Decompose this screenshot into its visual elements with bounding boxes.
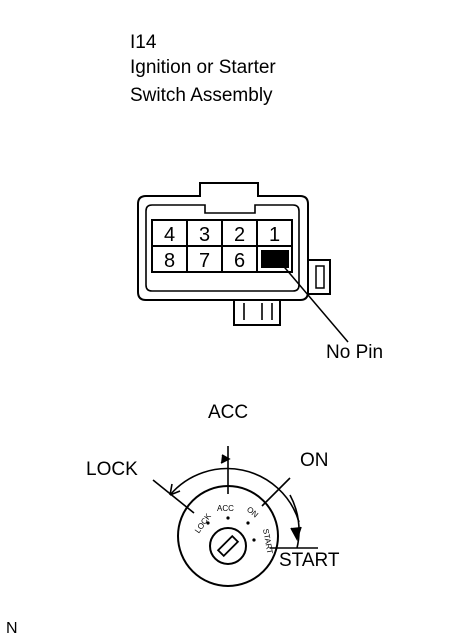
- position-acc-label: ACC: [208, 402, 248, 423]
- start-arrow-head: [290, 526, 302, 541]
- key-cylinder: [209, 527, 247, 565]
- start-arc: [289, 494, 300, 549]
- switch-body: [177, 485, 279, 587]
- pin-6: 6: [234, 250, 245, 272]
- pin-1: 1: [269, 224, 280, 246]
- pin-7: 7: [199, 250, 210, 272]
- no-pin-label: No Pin: [326, 342, 383, 363]
- face-acc-label: ACC: [217, 504, 234, 513]
- connector-name-line2: Switch Assembly: [130, 85, 273, 106]
- on-marker-line: [261, 477, 291, 507]
- connector-side-latch: [308, 259, 331, 295]
- connector-latch-slot: [315, 265, 325, 289]
- key-slot-icon: [216, 534, 240, 558]
- face-lock-label: LOCK: [193, 511, 213, 535]
- pin-3: 3: [199, 224, 210, 246]
- ignition-switch: [152, 446, 318, 587]
- connector-bottom-tab: [233, 300, 281, 326]
- pin-8: 8: [164, 250, 175, 272]
- connector-outer-shell: [137, 182, 309, 301]
- lock-arrow-head: [169, 483, 181, 496]
- no-pin-leader-line: [279, 261, 349, 343]
- pin-2: 2: [234, 224, 245, 246]
- connector: [137, 182, 349, 343]
- position-start-label: START: [279, 550, 340, 571]
- position-lock-label: LOCK: [86, 459, 138, 480]
- rotation-arc: [169, 467, 300, 523]
- corner-mark: N: [6, 620, 18, 637]
- connector-name-line1: Ignition or Starter: [130, 57, 276, 78]
- no-pin-cavity: [261, 250, 289, 268]
- connector-code: I14: [130, 32, 157, 53]
- face-on-label: ON: [245, 505, 260, 520]
- face-start-label: START: [261, 528, 274, 555]
- pin-grid: [151, 219, 293, 273]
- pin-4: 4: [164, 224, 175, 246]
- connector-inner-shell: [145, 204, 300, 292]
- lock-marker-line: [152, 479, 195, 514]
- acc-arrow-head: [220, 454, 231, 464]
- position-on-label: ON: [300, 450, 329, 471]
